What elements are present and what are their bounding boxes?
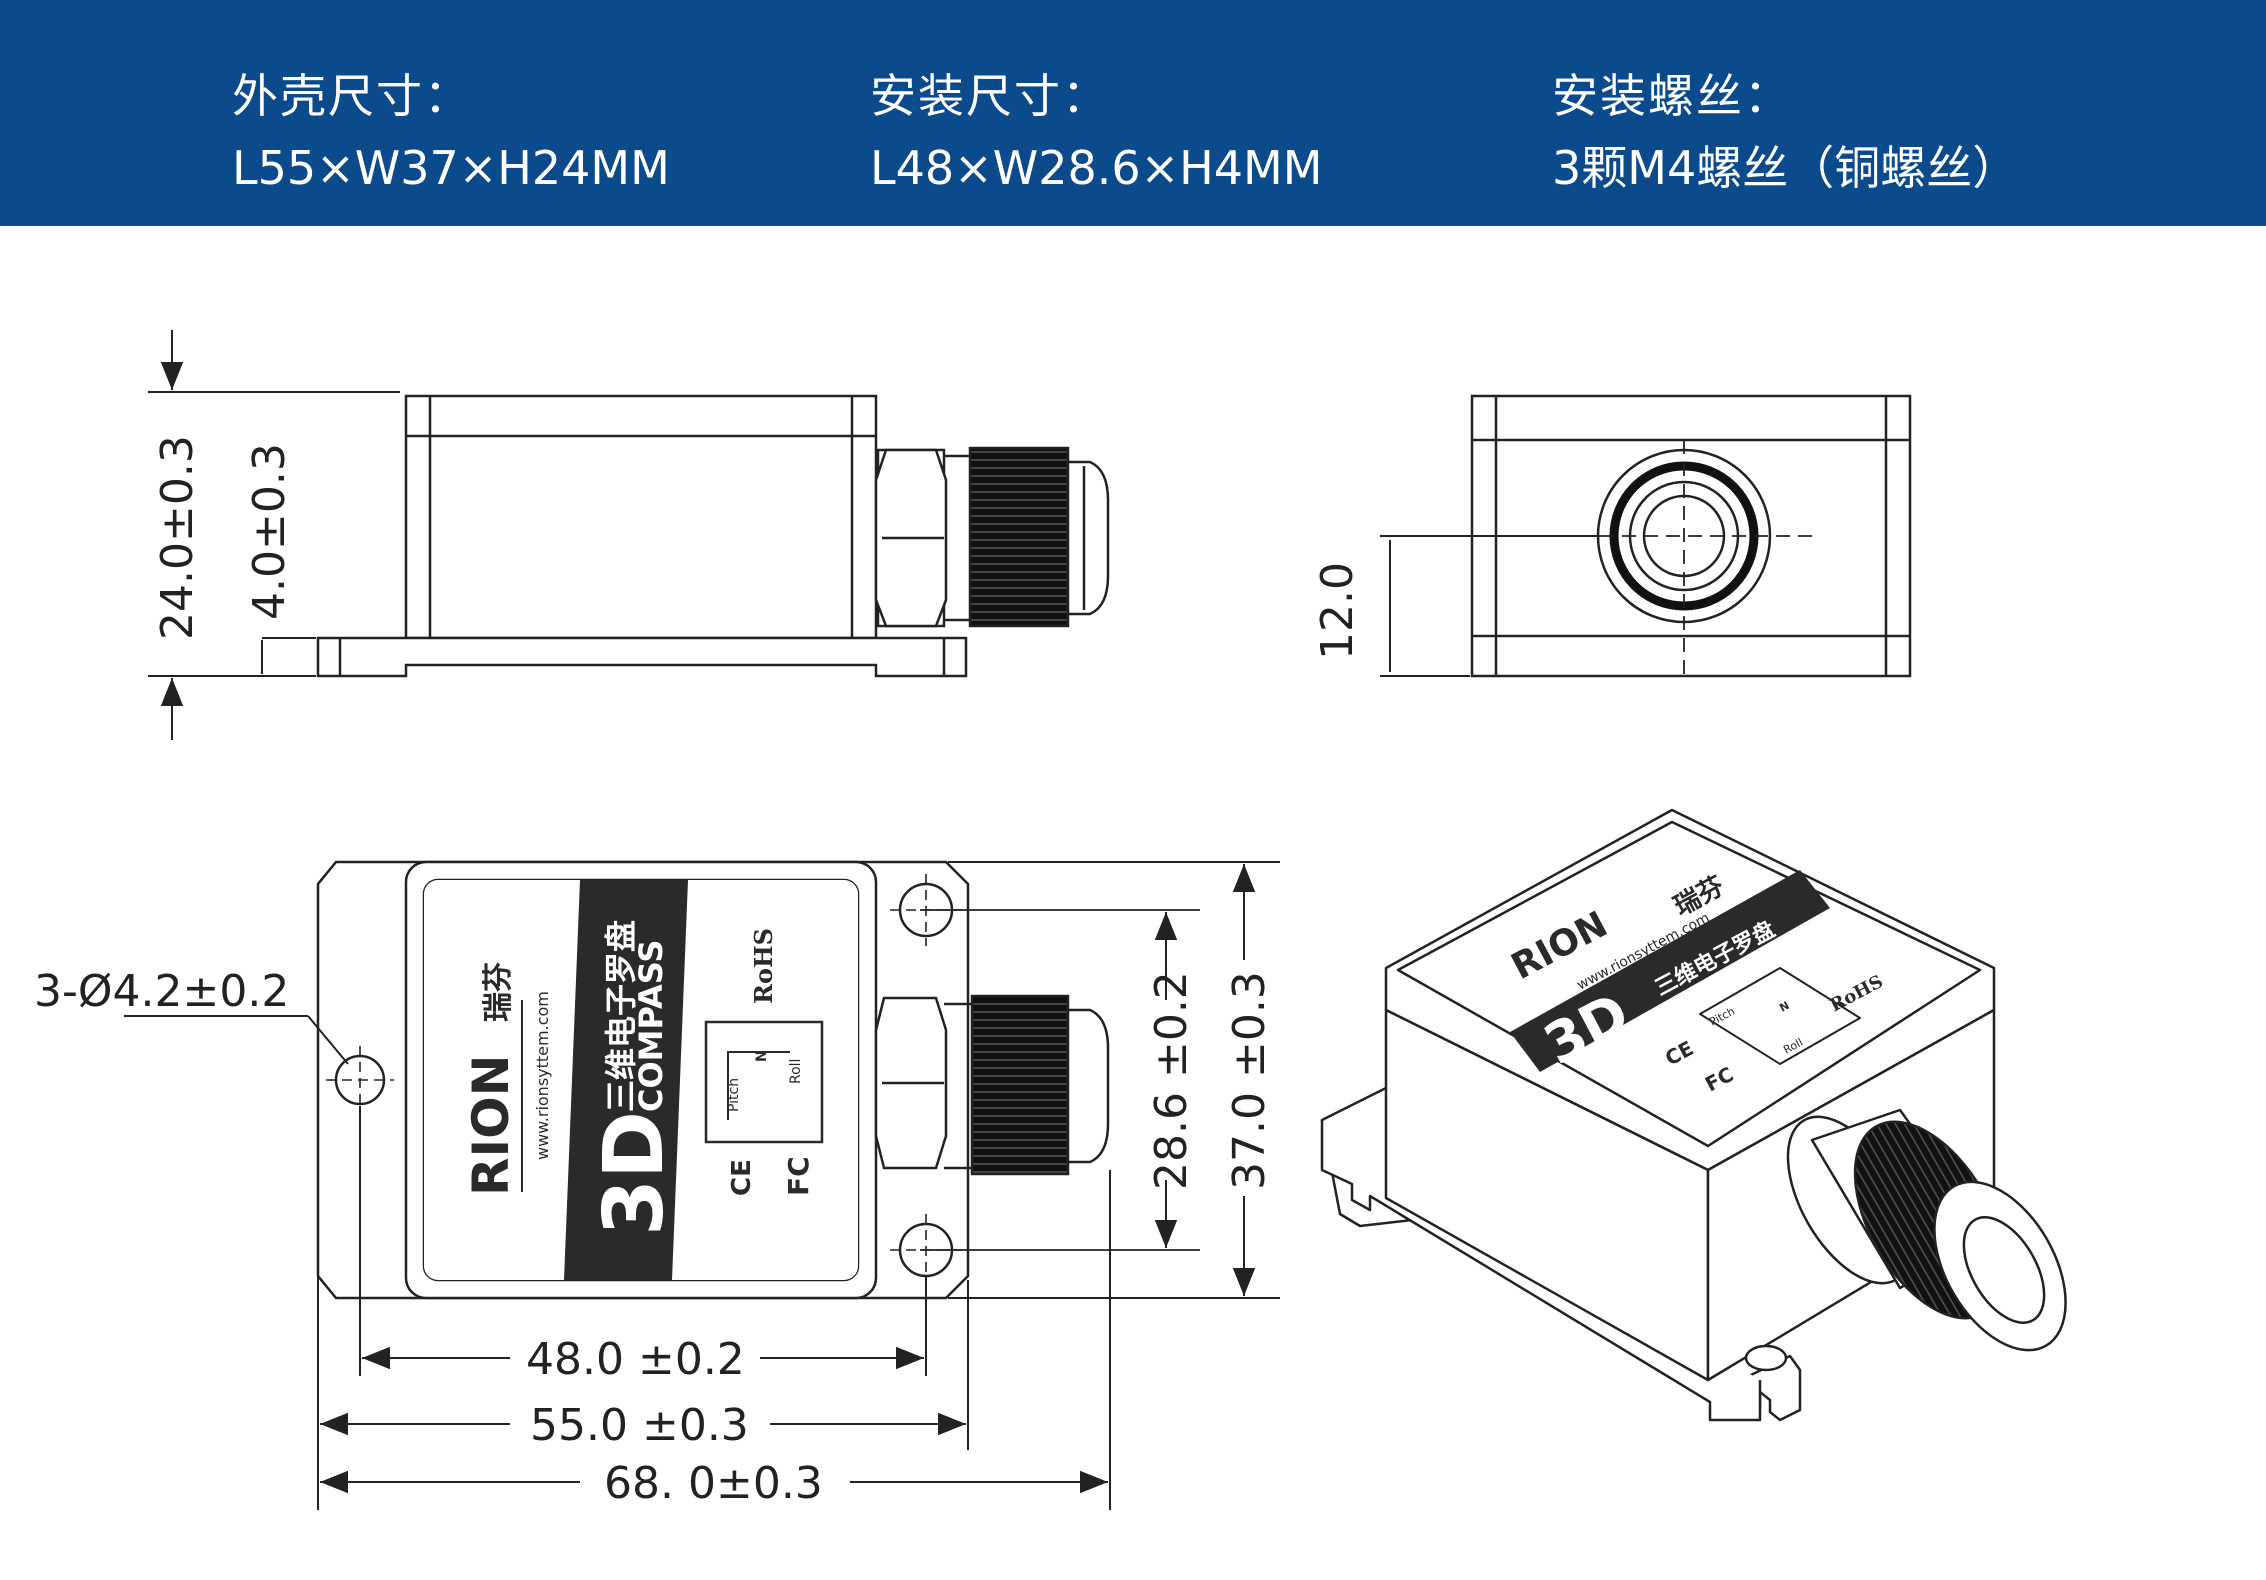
brand-logo-text: RION: [462, 1055, 520, 1196]
product-3d-text: 3D: [587, 1111, 682, 1236]
housing-size-label: 外壳尺寸：: [232, 69, 472, 123]
mount-size-spec: 安装尺寸： L48×W28.6×H4MM: [870, 66, 1322, 198]
mount-width-dim: 28.6 ±0.2: [1146, 971, 1197, 1190]
axis-arrow-icon: [727, 1051, 790, 1120]
overall-length-dim: 68. 0±0.3: [604, 1458, 823, 1509]
isometric-view: [1320, 808, 2067, 1422]
north-text: N: [754, 1050, 770, 1062]
product-en-text: COMPASS: [632, 940, 670, 1112]
roll-text: Roll: [788, 1059, 804, 1084]
side-view: [316, 394, 1110, 678]
mount-screw-spec: 安装螺丝： 3颗M4螺丝（铜螺丝）: [1552, 66, 2018, 198]
label-plate: 3D 三维电子罗盘 COMPASS RION 瑞芬 www.rionsyttem…: [462, 880, 824, 1280]
ce-mark: CE: [727, 1159, 757, 1196]
body-length-dim: 55.0 ±0.3: [530, 1400, 749, 1451]
body-width-dim: 37.0 ±0.3: [1224, 971, 1275, 1190]
mount-screw-value: 3颗M4螺丝（铜螺丝）: [1552, 141, 2019, 195]
spec-header: 外壳尺寸： L55×W37×H24MM 安装尺寸： L48×W28.6×H4MM…: [0, 0, 2266, 226]
end-view-dimensions: [1380, 535, 1600, 677]
housing-size-value: L55×W37×H24MM: [232, 141, 670, 195]
website-text: www.rionsyttem.com: [533, 991, 552, 1160]
rohs-text: RoHS: [749, 928, 778, 1004]
pitch-text: Pitch: [726, 1078, 742, 1112]
fc-mark: FC: [782, 1156, 815, 1196]
housing-size-spec: 外壳尺寸： L55×W37×H24MM: [232, 66, 670, 198]
mount-screw-label: 安装螺丝：: [1552, 69, 1792, 123]
gland-center-dim: 12.0: [1312, 562, 1363, 660]
mount-size-value: L48×W28.6×H4MM: [870, 141, 1323, 195]
mount-length-dim: 48.0 ±0.2: [526, 1334, 745, 1385]
mount-size-label: 安装尺寸：: [870, 69, 1110, 123]
brand-cn-text: 瑞芬: [481, 962, 516, 1022]
hole-spec-dim: 3-Ø4.2±0.2: [34, 966, 289, 1017]
top-view: [316, 860, 1200, 1300]
top-view-dimensions: [124, 861, 1280, 1510]
base-thickness-dim: 4.0±0.3: [244, 443, 295, 620]
product-cn-text: 三维电子罗盘: [602, 920, 640, 1112]
header-background: [0, 0, 2266, 226]
height-total-dim: 24.0±0.3: [152, 435, 203, 640]
side-view-dimensions: [148, 330, 400, 740]
